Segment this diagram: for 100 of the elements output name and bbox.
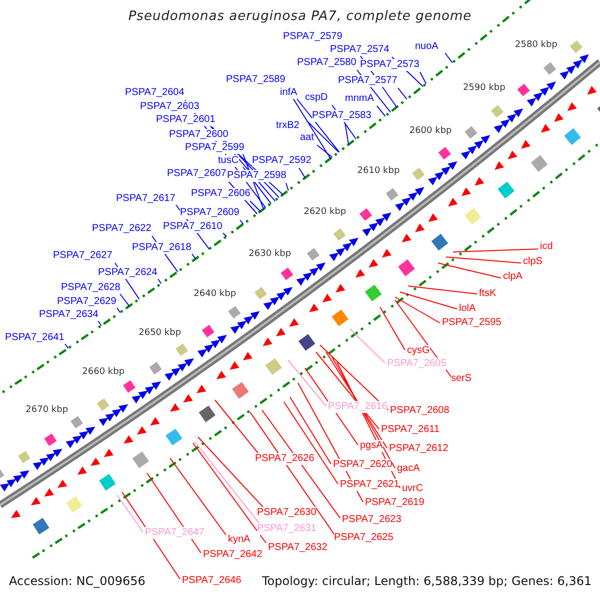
leader-line	[116, 308, 121, 314]
gene-label: PSPA7_2628	[61, 282, 120, 294]
scale-label: 2650 kbp	[138, 328, 182, 339]
gene-label: PSPA7_2622	[92, 223, 152, 235]
leader-line	[350, 328, 386, 364]
leader-line	[444, 52, 454, 64]
gene-label: PSPA7_2579	[283, 31, 342, 43]
gene-label: PSPA7_2631	[257, 523, 316, 535]
gene-label: clpA	[503, 271, 522, 283]
leader-line	[64, 344, 69, 349]
leader-line	[284, 402, 338, 484]
gene-label: PSPA7_2623	[342, 514, 402, 526]
gene-label: PSPA7_2600	[169, 129, 228, 141]
gene-label: PSPA7_2621	[340, 479, 400, 491]
gene-label: PSPA7_2617	[116, 193, 176, 205]
gene-label: PSPA7_2589	[226, 74, 286, 86]
accession-text: Accession: NC_009656	[9, 574, 146, 588]
leader-line	[438, 262, 502, 278]
scale-label: 2670 kbp	[26, 405, 68, 416]
gene-label: PSPA7_2630	[257, 507, 316, 519]
gene-label: PSPA7_2618	[132, 242, 192, 254]
leader-line	[316, 144, 333, 158]
leader-line	[192, 254, 196, 260]
gene-label: PSPA7_2612	[389, 443, 448, 455]
gene-label: clpS	[523, 256, 542, 268]
leader-line	[394, 296, 440, 324]
gene-label: PSPA7_2647	[145, 527, 204, 539]
gene-label: PSPA7_2625	[334, 532, 394, 544]
gene-label: PSPA7_2573	[360, 59, 420, 71]
gene-label: PSPA7_2634	[39, 309, 98, 321]
leader-line	[326, 352, 388, 448]
leader-line	[214, 400, 258, 454]
gene-label: PSPA7_2632	[268, 542, 328, 554]
leader-line	[122, 492, 180, 580]
gene-label: PSPA7_2607	[167, 168, 226, 180]
gene-label: PSPA7_2641	[5, 332, 64, 344]
gene-label: PSPA7_2603	[140, 101, 200, 113]
gene-label: PSPA7_2574	[330, 44, 390, 56]
gene-label: PSPA7_2580	[297, 57, 356, 69]
gene-label: PSPA7_2583	[312, 110, 372, 122]
leader-line	[420, 72, 427, 84]
leader-line	[304, 368, 358, 446]
leader-line	[222, 232, 228, 238]
gene-label: PSPA7_2611	[381, 424, 440, 436]
scale-label: 2640 kbp	[194, 288, 236, 300]
leader-line	[158, 278, 162, 284]
gene-label: PSPA7_2627	[53, 250, 112, 262]
leader-line	[344, 122, 350, 146]
leader-line	[250, 200, 261, 212]
gene-label: PSPA7_2646	[182, 575, 242, 587]
gene-label: PSPA7_2609	[180, 207, 240, 219]
gene-label: PSPA7_2598	[227, 170, 286, 182]
leader-line	[98, 320, 102, 326]
gene-label: PSPA7_2606	[191, 188, 250, 200]
gene-label: PSPA7_2599	[185, 142, 244, 154]
gene-label: infA	[280, 87, 298, 99]
gene-label: pgsA	[360, 440, 383, 452]
leader-line	[306, 120, 340, 153]
scale-label: 2610 kbp	[357, 166, 400, 178]
gene-label: cspD	[305, 92, 328, 104]
gene-label: PSPA7_2577	[338, 75, 398, 87]
leader-line	[286, 182, 289, 192]
scale-label: 2630 kbp	[248, 248, 292, 260]
gene-label: PSPA7_2624	[98, 267, 158, 279]
scale-label: 2590 kbp	[462, 82, 506, 94]
leader-line	[380, 306, 406, 350]
leader-line	[194, 442, 260, 524]
leader-line	[376, 106, 386, 117]
leader-line	[120, 294, 130, 307]
gene-label: cysG	[407, 345, 430, 357]
leader-line	[398, 88, 408, 100]
leader-line	[290, 396, 332, 464]
leader-line	[298, 168, 306, 178]
leader-line	[240, 220, 244, 225]
leader-line	[446, 256, 522, 264]
leader-line	[116, 494, 144, 532]
scale-label: 2620 kbp	[304, 207, 346, 218]
gene-label: PSPA7_2626	[255, 453, 314, 465]
leader-line	[452, 248, 538, 252]
title: Pseudomonas aeruginosa PA7, complete genome	[127, 9, 473, 25]
genome-stats-text: Topology: circular; Length: 6,588,339 bp; Genes: 6,361	[262, 574, 592, 588]
gene-label: PSPA7_2610	[163, 221, 222, 233]
leader-line	[192, 442, 266, 544]
gene-label: tusC	[218, 155, 239, 167]
scale-label: 2580 kbp	[515, 40, 558, 52]
gene-label: gacA	[397, 463, 420, 475]
leader-line	[332, 356, 396, 468]
gene-label: PSPA7_2616	[328, 401, 388, 413]
gene-label: PSPA7_2619	[365, 497, 424, 509]
gene-label: PSPA7_2608	[390, 405, 450, 417]
scale-label: 2600 kbp	[409, 126, 452, 137]
leader-line	[262, 410, 340, 518]
gene-label: PSPA7_2629	[57, 296, 116, 308]
gene-label: PSPA7_2605	[387, 358, 446, 370]
leader-line	[320, 344, 388, 410]
leader-line	[296, 98, 340, 153]
leader-line	[408, 286, 478, 294]
leader-line	[198, 436, 264, 508]
leader-line	[170, 458, 226, 536]
gene-label: PSPA7_2601	[156, 114, 216, 126]
